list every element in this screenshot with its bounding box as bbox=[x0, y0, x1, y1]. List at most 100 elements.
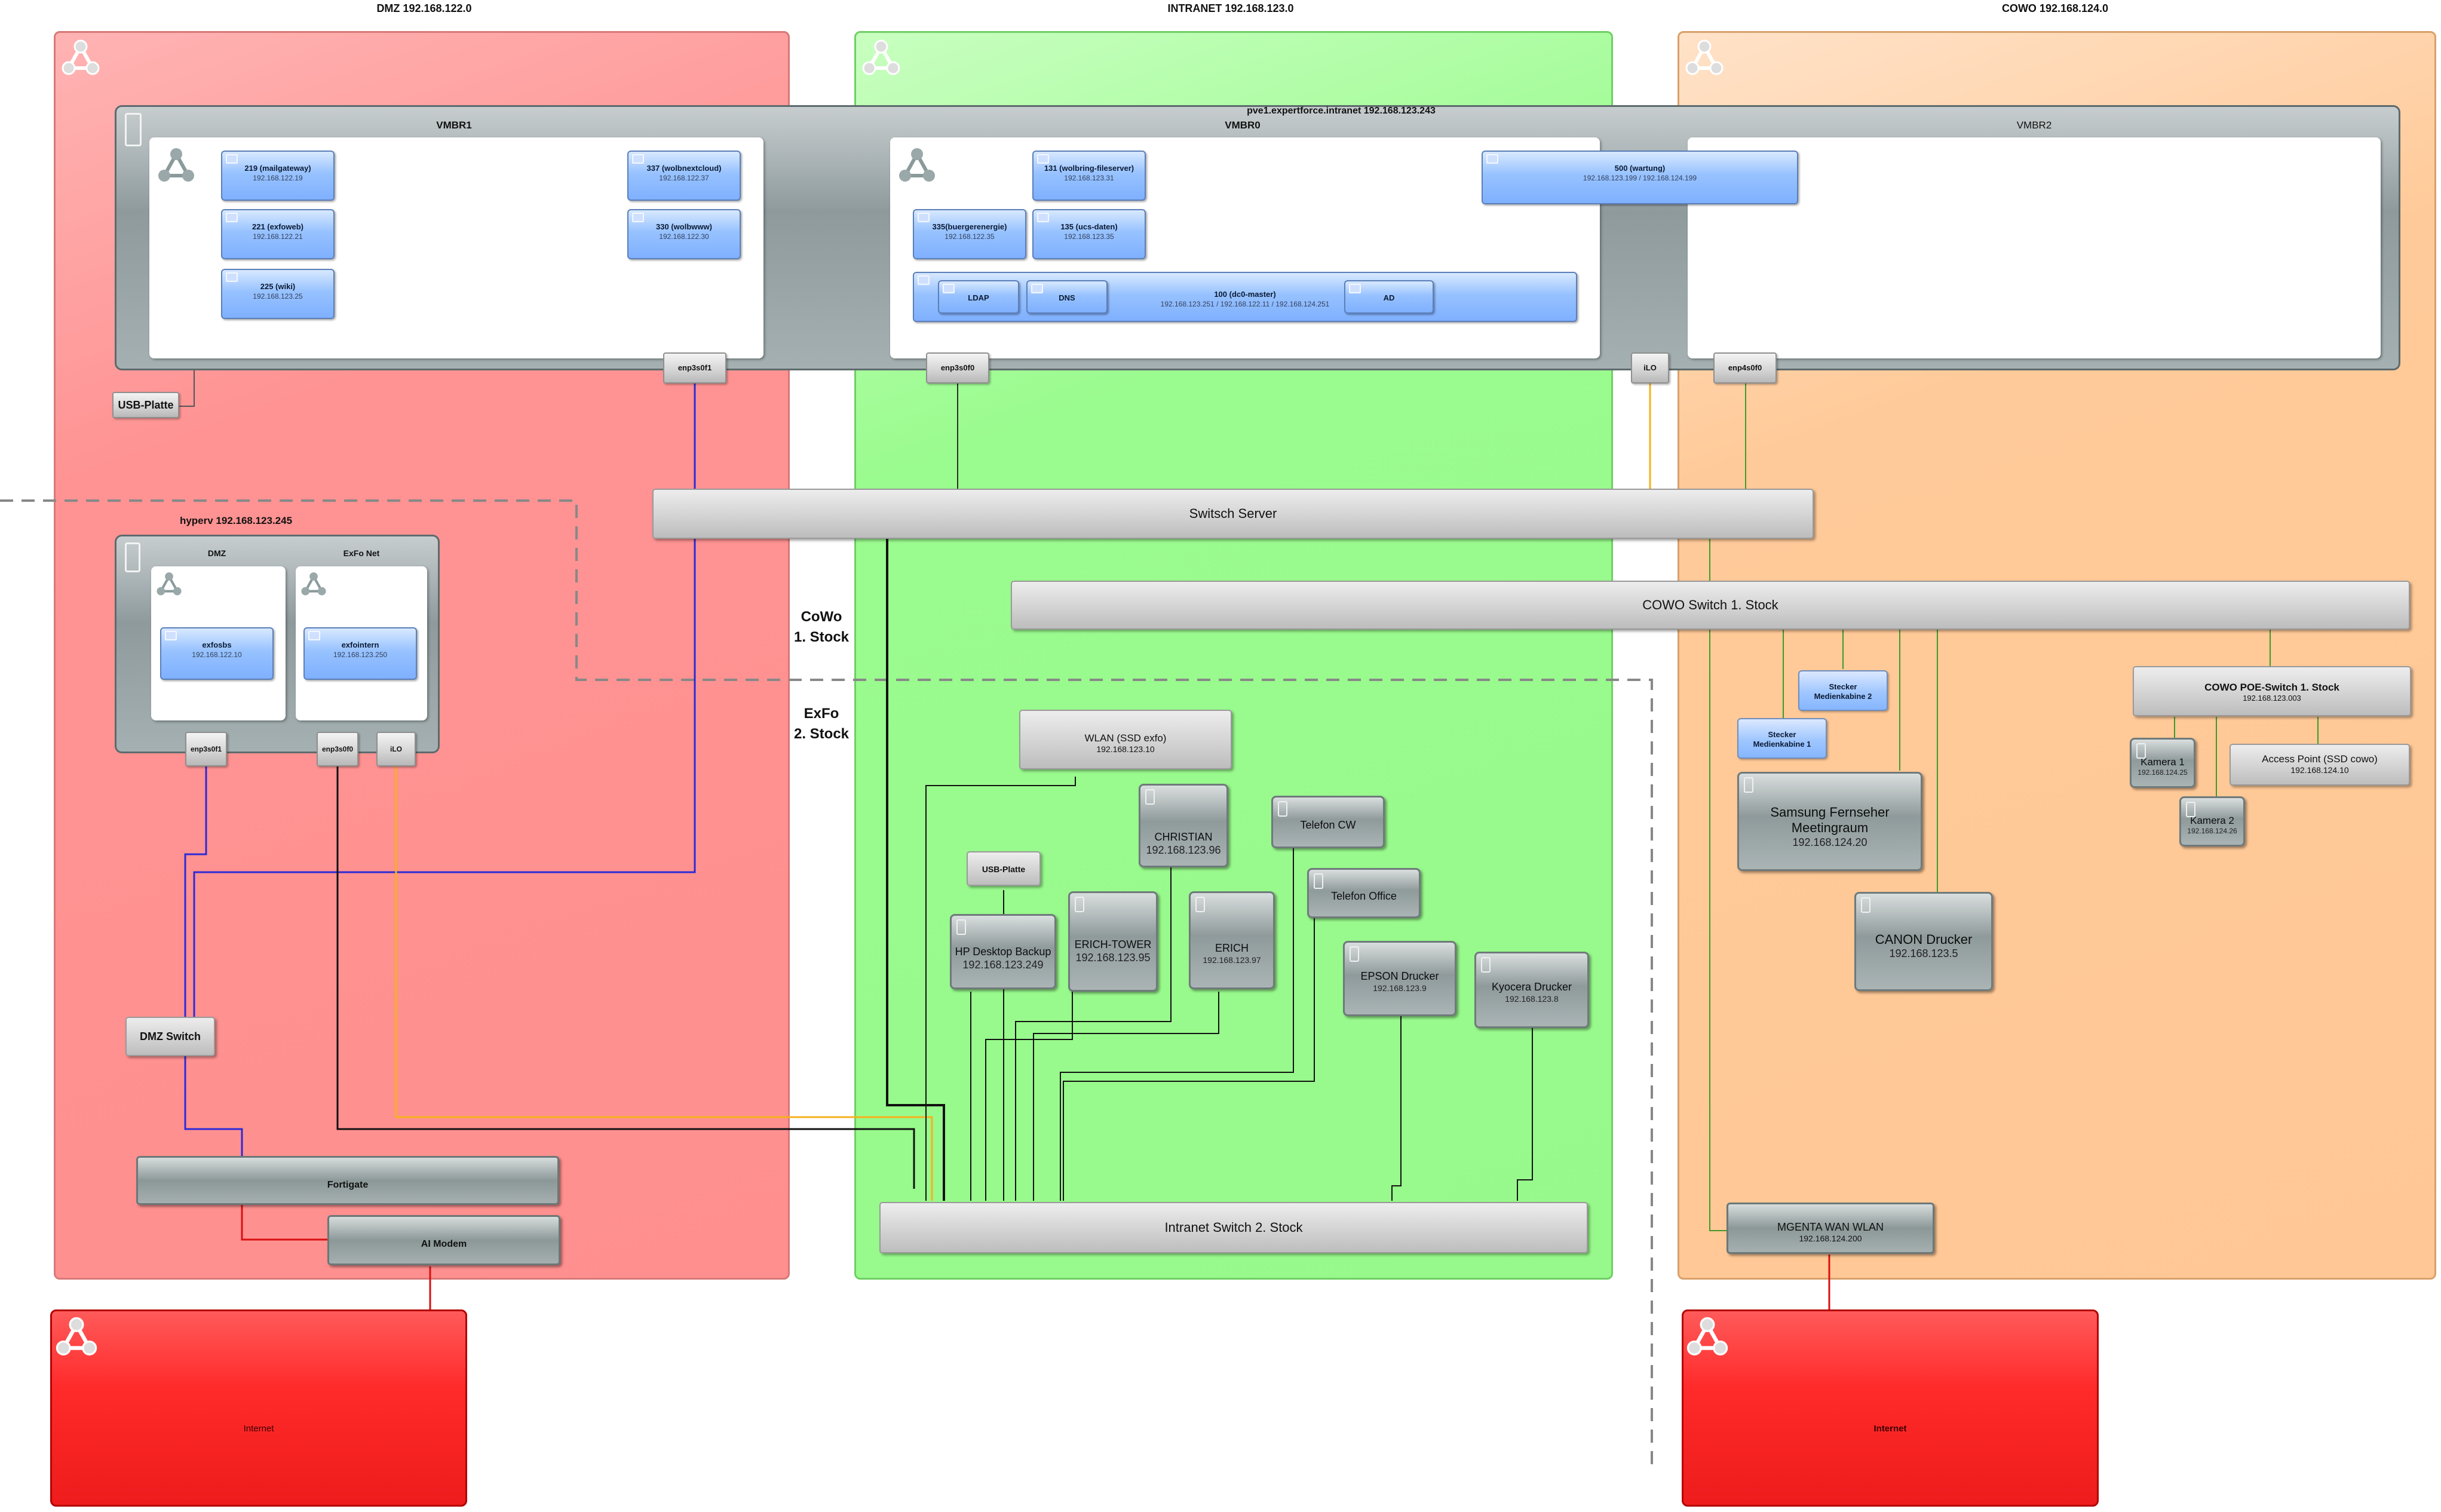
hyperv-port-enp3s0f1[interactable]: enp3s0f1 bbox=[185, 732, 227, 766]
vm-100-dns[interactable]: DNS bbox=[1026, 280, 1108, 314]
device-kamera-1[interactable]: Kamera 1 192.168.124.25 bbox=[2130, 738, 2195, 788]
bridge-dmz-title: DMZ bbox=[207, 548, 226, 558]
network-icon bbox=[54, 1314, 99, 1360]
switch-dmz[interactable]: DMZ Switch bbox=[125, 1017, 215, 1056]
service-label: DNS bbox=[1059, 293, 1075, 302]
switch-cowo-poe[interactable]: COWO POE-Switch 1. Stock 192.168.123.003 bbox=[2133, 666, 2411, 716]
port-ilo[interactable]: iLO bbox=[1631, 352, 1669, 384]
vm-ip: 192.168.122.37 bbox=[659, 174, 709, 182]
switch-cowo-1[interactable]: COWO Switch 1. Stock bbox=[1011, 581, 2410, 630]
monitor-icon bbox=[632, 213, 644, 222]
device-usb-platte[interactable]: USB-Platte bbox=[967, 851, 1041, 886]
network-icon bbox=[860, 37, 902, 79]
printer-icon bbox=[1861, 897, 1870, 913]
device-ip: 192.168.124.26 bbox=[2187, 827, 2237, 836]
device-magenta-name: MGENTA WAN WLAN bbox=[1777, 1221, 1884, 1233]
device-ip: 192.168.123.8 bbox=[1505, 993, 1559, 1004]
port-enp3s0f1[interactable]: enp3s0f1 bbox=[663, 352, 726, 384]
vm-100[interactable]: 100 (dc0-master) 192.168.123.251 / 192.1… bbox=[913, 272, 1577, 322]
phone-icon bbox=[1314, 873, 1323, 889]
server-icon bbox=[125, 113, 142, 146]
hyperv-port-ilo[interactable]: iLO bbox=[376, 732, 416, 766]
device-name: Telefon CW bbox=[1300, 819, 1356, 831]
device-name: CHRISTIAN bbox=[1154, 831, 1213, 843]
device-hp-desktop[interactable]: HP Desktop Backup 192.168.123.249 bbox=[950, 914, 1056, 989]
vm-335[interactable]: 335(buergerenergie)192.168.122.35 bbox=[913, 209, 1026, 259]
network-icon bbox=[155, 570, 183, 599]
port-enp3s0f0[interactable]: enp3s0f0 bbox=[926, 352, 989, 384]
device-ip: 192.168.124.20 bbox=[1792, 836, 1867, 848]
vm-131[interactable]: 131 (wolbring-fileserver)192.168.123.31 bbox=[1032, 151, 1146, 201]
device-ip: 192.168.124.25 bbox=[2138, 768, 2188, 777]
device-ip: 192.168.123.5 bbox=[1889, 947, 1958, 960]
fortigate[interactable]: Fortigate bbox=[136, 1156, 559, 1205]
camera-icon bbox=[2136, 743, 2146, 759]
vm-135[interactable]: 135 (ucs-daten)192.168.123.35 bbox=[1032, 209, 1146, 259]
floor-label-exfo: ExFo 2. Stock bbox=[793, 706, 850, 742]
device-icon bbox=[1195, 897, 1205, 912]
monitor-icon bbox=[226, 154, 238, 164]
bridge-exfonet-title: ExFo Net bbox=[343, 548, 380, 558]
device-samsung-fernseher[interactable]: Samsung Fernseher Meetingraum 192.168.12… bbox=[1737, 772, 1922, 871]
device-magenta-ip: 192.168.124.200 bbox=[1799, 1234, 1862, 1243]
internet-left: Internet bbox=[50, 1309, 467, 1507]
vm-name: 337 (wolbnextcloud) bbox=[646, 164, 722, 173]
vm-500[interactable]: 500 (wartung)192.168.123.199 / 192.168.1… bbox=[1482, 151, 1798, 204]
vm-221[interactable]: 221 (exfoweb)192.168.122.21 bbox=[221, 209, 335, 259]
device-epson-drucker[interactable]: EPSON Drucker 192.168.123.9 bbox=[1343, 941, 1456, 1016]
vm-ip: 192.168.123.31 bbox=[1064, 174, 1114, 182]
device-kamera-2[interactable]: Kamera 2 192.168.124.26 bbox=[2179, 796, 2245, 847]
monitor-icon bbox=[226, 213, 238, 222]
device-ap-ip: 192.168.124.10 bbox=[2290, 765, 2349, 775]
network-icon bbox=[896, 145, 938, 186]
monitor-icon bbox=[918, 213, 930, 222]
vm-330[interactable]: 330 (wolbwww)192.168.122.30 bbox=[627, 209, 741, 259]
zone-title-dmz: DMZ 192.168.122.0 bbox=[376, 2, 472, 14]
usb-platte-top[interactable]: USB-Platte bbox=[112, 392, 179, 418]
device-erich-tower[interactable]: ERICH-TOWER 192.168.123.95 bbox=[1068, 891, 1158, 992]
device-access-point[interactable]: Access Point (SSD cowo) 192.168.124.10 bbox=[2230, 744, 2410, 786]
stecker-medienkabine-2[interactable]: Stecker Medienkabine 2 bbox=[1798, 670, 1888, 711]
switch-cowo-poe-name: COWO POE-Switch 1. Stock bbox=[2204, 682, 2339, 693]
vm-225[interactable]: 225 (wiki)192.168.123.25 bbox=[221, 269, 335, 319]
switch-server[interactable]: Switsch Server bbox=[652, 489, 1814, 539]
device-name: Kamera 1 bbox=[2141, 756, 2185, 768]
device-wlan[interactable]: WLAN (SSD exfo) 192.168.123.10 bbox=[1019, 710, 1232, 769]
vm-name: 330 (wolbwww) bbox=[656, 222, 712, 231]
switch-intranet-2[interactable]: Intranet Switch 2. Stock bbox=[879, 1202, 1588, 1253]
device-canon-drucker[interactable]: CANON Drucker 192.168.123.5 bbox=[1854, 892, 1993, 991]
device-wlan-ip: 192.168.123.10 bbox=[1096, 744, 1155, 754]
port-enp4s0f0[interactable]: enp4s0f0 bbox=[1713, 352, 1777, 384]
monitor-icon bbox=[1031, 284, 1043, 293]
device-erich[interactable]: ERICH 192.168.123.97 bbox=[1189, 891, 1275, 989]
monitor-icon bbox=[1037, 154, 1049, 164]
stecker-medienkabine-1[interactable]: Stecker Medienkabine 1 bbox=[1737, 718, 1827, 759]
device-christian[interactable]: CHRISTIAN 192.168.123.96 bbox=[1139, 784, 1228, 867]
hyperv-port-enp3s0f0[interactable]: enp3s0f0 bbox=[317, 732, 358, 766]
device-telefon-office[interactable]: Telefon Office bbox=[1307, 868, 1421, 918]
device-telefon-cw[interactable]: Telefon CW bbox=[1271, 796, 1385, 848]
device-kyocera-drucker[interactable]: Kyocera Drucker 192.168.123.8 bbox=[1474, 952, 1589, 1028]
device-magenta-wan[interactable]: MGENTA WAN WLAN 192.168.124.200 bbox=[1727, 1203, 1934, 1254]
device-ip: 192.168.123.249 bbox=[962, 958, 1044, 971]
vm-ip: 192.168.123.35 bbox=[1064, 232, 1114, 241]
device-ip: 192.168.123.95 bbox=[1075, 951, 1151, 964]
device-icon bbox=[956, 919, 966, 935]
vm-219[interactable]: 219 (mailgateway)192.168.122.19 bbox=[221, 151, 335, 201]
vm-100-ldap[interactable]: LDAP bbox=[938, 280, 1019, 314]
monitor-icon bbox=[632, 154, 644, 164]
monitor-icon bbox=[1037, 213, 1049, 222]
monitor-icon bbox=[1349, 284, 1361, 293]
network-icon bbox=[1683, 37, 1725, 79]
vm-name: exfointern bbox=[341, 640, 379, 649]
network-icon bbox=[60, 37, 102, 79]
ai-modem[interactable]: AI Modem bbox=[327, 1215, 560, 1265]
vm-100-ad[interactable]: AD bbox=[1344, 280, 1434, 314]
vm-337[interactable]: 337 (wolbnextcloud)192.168.122.37 bbox=[627, 151, 741, 201]
floor-label-cowo: CoWo 1. Stock bbox=[793, 609, 850, 645]
service-label: LDAP bbox=[968, 293, 989, 302]
